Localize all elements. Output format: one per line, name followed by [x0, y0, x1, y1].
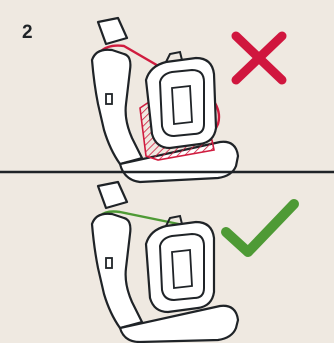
- child-seat-inner: [160, 70, 204, 136]
- seat-backrest: [92, 50, 142, 164]
- headrest: [98, 182, 127, 208]
- checkmark-icon: [226, 204, 294, 252]
- latch: [106, 94, 112, 104]
- seat-backrest: [92, 214, 142, 328]
- correct-installation-panel: [92, 182, 294, 342]
- incorrect-installation-panel: [92, 18, 282, 182]
- headrest: [98, 18, 127, 44]
- cross-icon: [236, 36, 282, 80]
- latch: [106, 258, 112, 268]
- child-seat-inner: [160, 234, 204, 300]
